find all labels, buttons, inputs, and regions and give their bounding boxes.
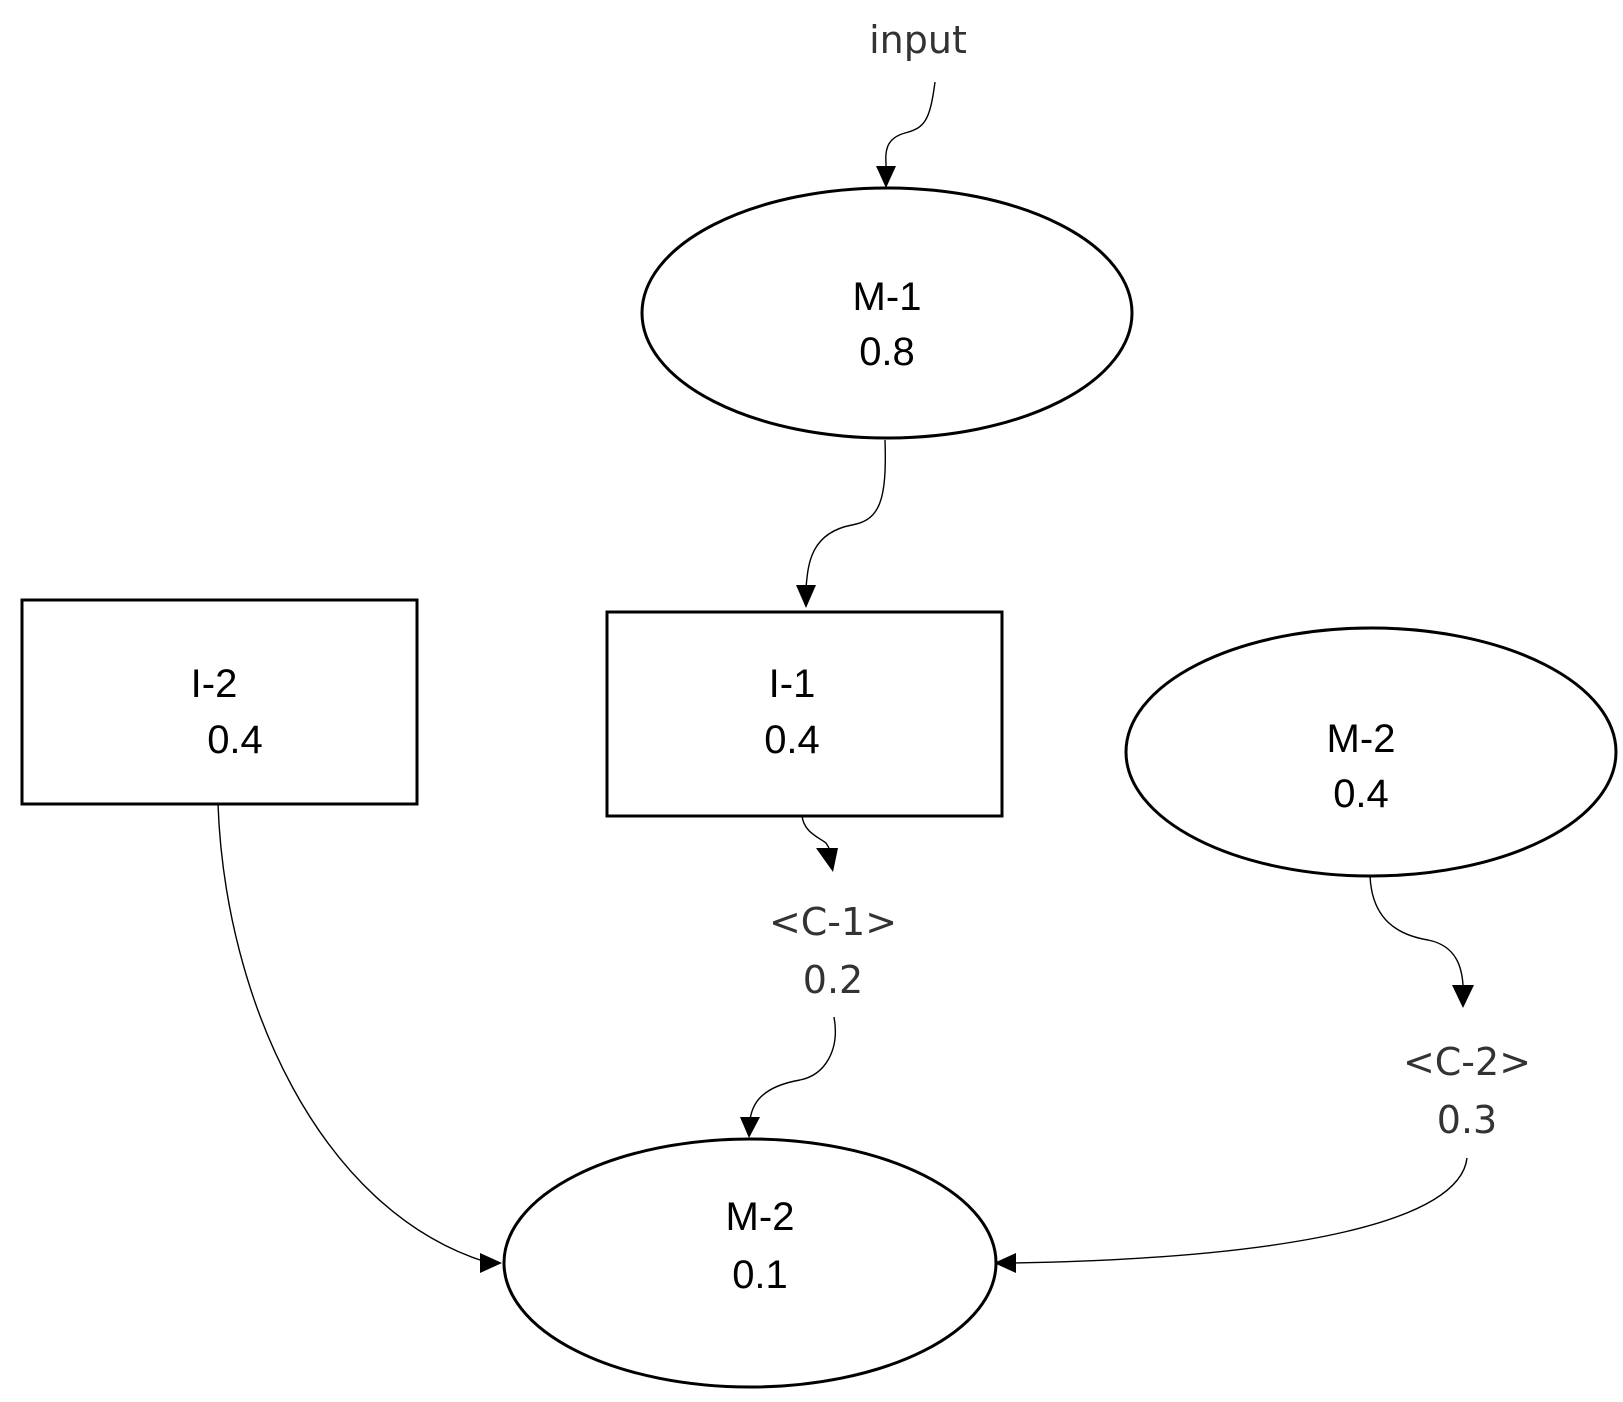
edge-i1-to-c1 — [801, 815, 830, 849]
node-i1: I-1 0.4 — [605, 610, 1004, 818]
node-i2-name: I-2 — [191, 662, 238, 706]
node-m2-top-value: 0.4 — [1333, 772, 1389, 816]
edge-c1-to-m2 — [749, 1016, 836, 1121]
input-label: input — [869, 18, 967, 62]
node-i1-value: 0.4 — [764, 718, 820, 762]
node-m2-top-name: M-2 — [1327, 717, 1396, 761]
node-m2-bottom: M-2 0.1 — [502, 1137, 998, 1389]
arrowhead-i1 — [796, 585, 816, 608]
node-i2-value: 0.4 — [207, 718, 263, 762]
node-c1-name: <C-1> — [769, 900, 897, 944]
node-m2-bottom-name: M-2 — [726, 1195, 795, 1239]
node-i1-name: I-1 — [769, 662, 816, 706]
node-c1: <C-1> 0.2 — [769, 900, 897, 1002]
node-c2-value: 0.3 — [1437, 1098, 1497, 1142]
node-m2-top: M-2 0.4 — [1124, 626, 1618, 878]
arrowhead-m1 — [876, 166, 896, 188]
node-m1-name: M-1 — [853, 275, 922, 319]
arrowhead-m2-top — [740, 1117, 760, 1138]
edge-c2-to-m2 — [1011, 1157, 1468, 1264]
arrowhead-c2 — [1452, 985, 1474, 1008]
edge-m1-to-i1 — [805, 439, 887, 589]
node-c2: <C-2> 0.3 — [1403, 1040, 1531, 1142]
arrowhead-m2-left — [480, 1253, 502, 1273]
node-i2: I-2 0.4 — [20, 598, 419, 806]
edge-m2-to-c2 — [1369, 875, 1464, 986]
arrowhead-c1 — [816, 848, 838, 872]
node-m2-bottom-value: 0.1 — [732, 1253, 788, 1297]
edge-i2-to-m2 — [217, 803, 487, 1263]
node-c1-value: 0.2 — [803, 958, 863, 1002]
edges — [217, 81, 1474, 1273]
node-c2-name: <C-2> — [1403, 1040, 1531, 1084]
node-m1: M-1 0.8 — [640, 186, 1134, 440]
arrowhead-m2-right — [994, 1253, 1016, 1273]
edge-input-to-m1 — [885, 81, 936, 171]
node-m1-value: 0.8 — [859, 330, 915, 374]
